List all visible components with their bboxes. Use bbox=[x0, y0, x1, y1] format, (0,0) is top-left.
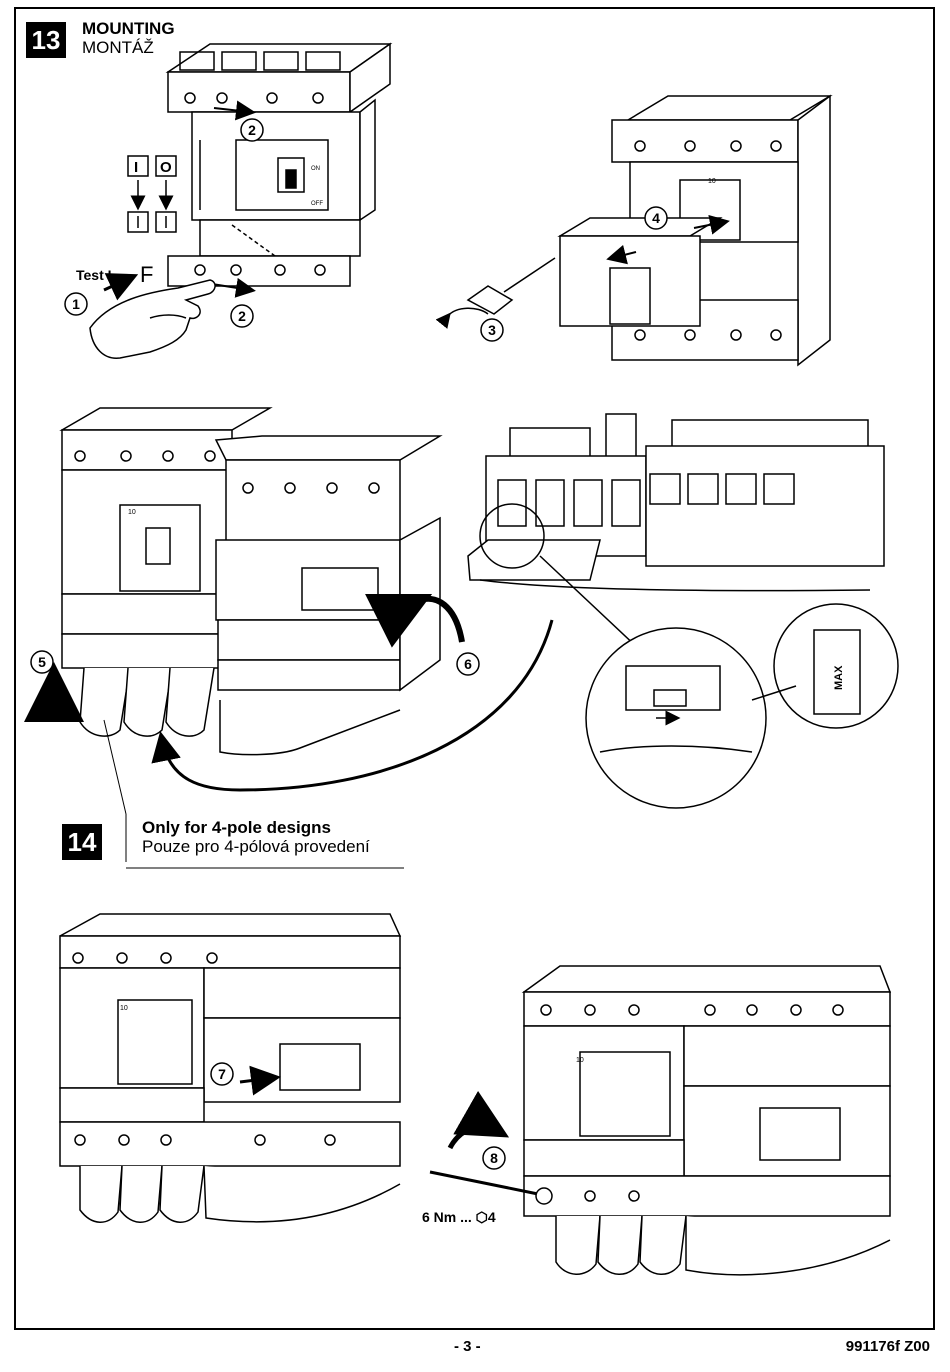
step-callout-2: 2 bbox=[241, 119, 263, 141]
rating-label-14c: 10 bbox=[120, 1005, 128, 1012]
breaker-fig-13a bbox=[168, 44, 390, 290]
step-callout-6: 5 bbox=[31, 651, 53, 673]
step-callout-8: 7 bbox=[211, 1063, 233, 1085]
step-number: 2 bbox=[248, 122, 256, 138]
step-number: 6 bbox=[464, 656, 472, 672]
off-label: OFF bbox=[311, 201, 323, 207]
assembly-fig-14a bbox=[54, 408, 552, 868]
rating-label-13b: 10 bbox=[708, 178, 716, 185]
step-callout-1: 1 bbox=[65, 293, 87, 315]
hand-icon bbox=[90, 280, 215, 358]
test-label: Test I bbox=[76, 267, 112, 283]
step-callout-9: 8 bbox=[483, 1147, 505, 1169]
step-number: 4 bbox=[652, 210, 660, 226]
rating-label-14a: 10 bbox=[128, 509, 136, 516]
step-number: 7 bbox=[218, 1066, 226, 1082]
breaker-fig-13b bbox=[448, 96, 830, 365]
document-code: 991176f Z00 bbox=[846, 1338, 930, 1355]
step-number: 2 bbox=[238, 308, 246, 324]
max-label: MAX bbox=[833, 665, 845, 690]
on-symbol: I bbox=[134, 159, 138, 176]
force-label: F bbox=[140, 262, 153, 287]
step-number: 3 bbox=[488, 322, 496, 338]
side-view-fig-14b bbox=[468, 414, 898, 808]
rating-label-14d: 10 bbox=[576, 1057, 584, 1064]
step-number: 5 bbox=[38, 654, 46, 670]
step-callout-7: 6 bbox=[457, 653, 479, 675]
step-callout-3: 2 bbox=[231, 305, 253, 327]
page-number: - 3 - bbox=[454, 1338, 481, 1355]
off-symbol: O bbox=[160, 159, 172, 176]
step-callout-5: 4 bbox=[645, 207, 667, 229]
step-number: 1 bbox=[72, 296, 80, 312]
assembly-fig-14d bbox=[430, 966, 890, 1275]
step-number: 8 bbox=[490, 1150, 498, 1166]
torque-label: 6 Nm ... ⬡4 bbox=[422, 1209, 496, 1225]
on-label: ON bbox=[311, 166, 320, 172]
step-callout-4: 3 bbox=[481, 319, 503, 341]
